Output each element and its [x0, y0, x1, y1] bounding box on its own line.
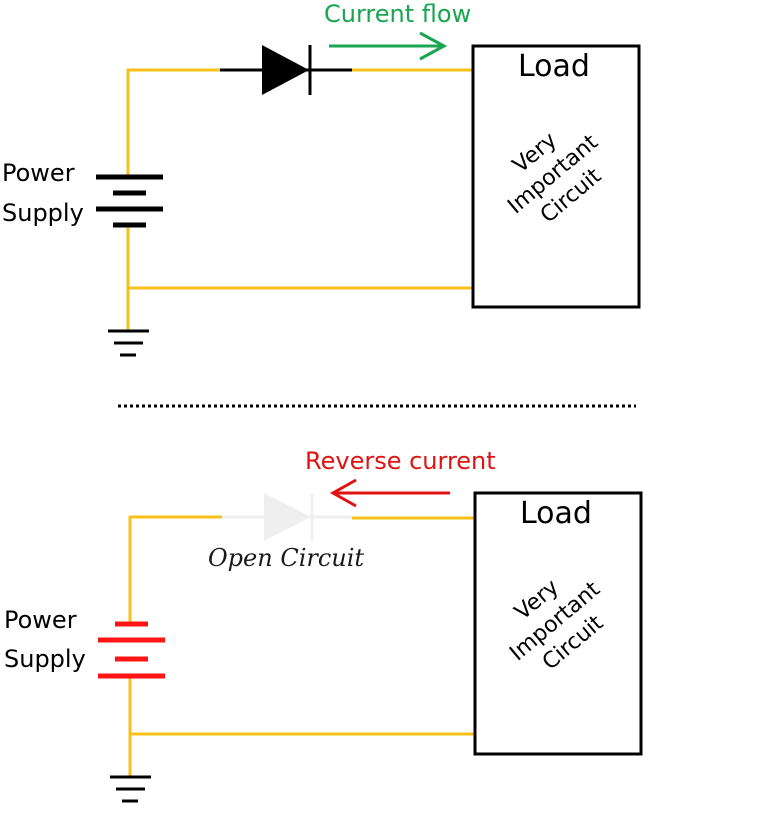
bottom-load-title: Load	[520, 496, 592, 531]
top-diode	[220, 45, 352, 95]
current-flow-label: Current flow	[324, 0, 471, 28]
top-supply-label-line1: Power	[2, 159, 75, 187]
top-battery-icon	[96, 174, 163, 228]
reverse-bias-circuit: Open Circuit Reverse current Power Suppl…	[4, 447, 643, 803]
top-wires	[126, 68, 473, 330]
bottom-ground-icon	[110, 775, 151, 803]
bottom-diode-disabled	[222, 493, 352, 541]
bottom-load-box	[473, 491, 643, 756]
reverse-current-arrow-icon	[329, 478, 450, 508]
bottom-supply-label-line1: Power	[4, 606, 77, 634]
top-wire-diode-to-supply	[126, 68, 220, 175]
top-supply-label-line2: Supply	[2, 199, 84, 227]
bottom-supply-label-line2: Supply	[4, 645, 86, 673]
reverse-current-label: Reverse current	[305, 447, 496, 475]
top-load-box	[471, 44, 641, 309]
bottom-battery-icon	[98, 621, 165, 679]
top-ground-icon	[108, 329, 149, 357]
current-flow-arrow-icon	[329, 31, 448, 61]
bottom-wire-diode-to-supply	[128, 515, 222, 625]
top-load-title: Load	[518, 49, 590, 84]
open-circuit-label: Open Circuit	[208, 544, 364, 572]
forward-bias-circuit: Current flow Power Supply Load Very Impo…	[2, 0, 641, 357]
bottom-wires	[128, 515, 475, 776]
